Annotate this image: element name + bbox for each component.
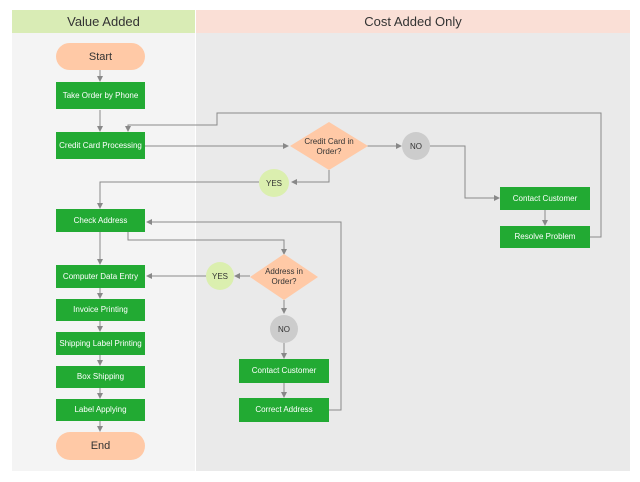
address-decision-label: Address in Order? — [265, 267, 303, 286]
shipping-label-printing-step[interactable]: Shipping Label Printing — [56, 332, 145, 355]
label-applying-step[interactable]: Label Applying — [56, 399, 145, 421]
start-terminal[interactable]: Start — [56, 43, 145, 70]
address-decision-diamond — [250, 254, 318, 300]
resolve-problem-step[interactable]: Resolve Problem — [500, 226, 590, 248]
credit-card-no-branch: NO — [402, 132, 430, 160]
end-terminal[interactable]: End — [56, 432, 145, 460]
cost-added-lane-header: Cost Added Only — [196, 10, 630, 33]
contact-customer-address-step[interactable]: Contact Customer — [239, 359, 329, 383]
credit-card-processing-step[interactable]: Credit Card Processing — [56, 132, 145, 159]
contact-customer-step[interactable]: Contact Customer — [500, 187, 590, 210]
invoice-printing-step[interactable]: Invoice Printing — [56, 299, 145, 321]
credit-card-yes-branch: YES — [259, 169, 289, 197]
address-no-branch: NO — [270, 315, 298, 343]
credit-card-decision-diamond — [290, 122, 368, 170]
value-added-lane-header: Value Added — [12, 10, 195, 33]
computer-data-entry-step[interactable]: Computer Data Entry — [56, 265, 145, 288]
take-order-step[interactable]: Take Order by Phone — [56, 82, 145, 109]
correct-address-step[interactable]: Correct Address — [239, 398, 329, 422]
address-yes-branch: YES — [206, 262, 234, 290]
check-address-step[interactable]: Check Address — [56, 209, 145, 232]
credit-card-decision-label: Credit Card in Order? — [304, 137, 354, 156]
box-shipping-step[interactable]: Box Shipping — [56, 366, 145, 388]
